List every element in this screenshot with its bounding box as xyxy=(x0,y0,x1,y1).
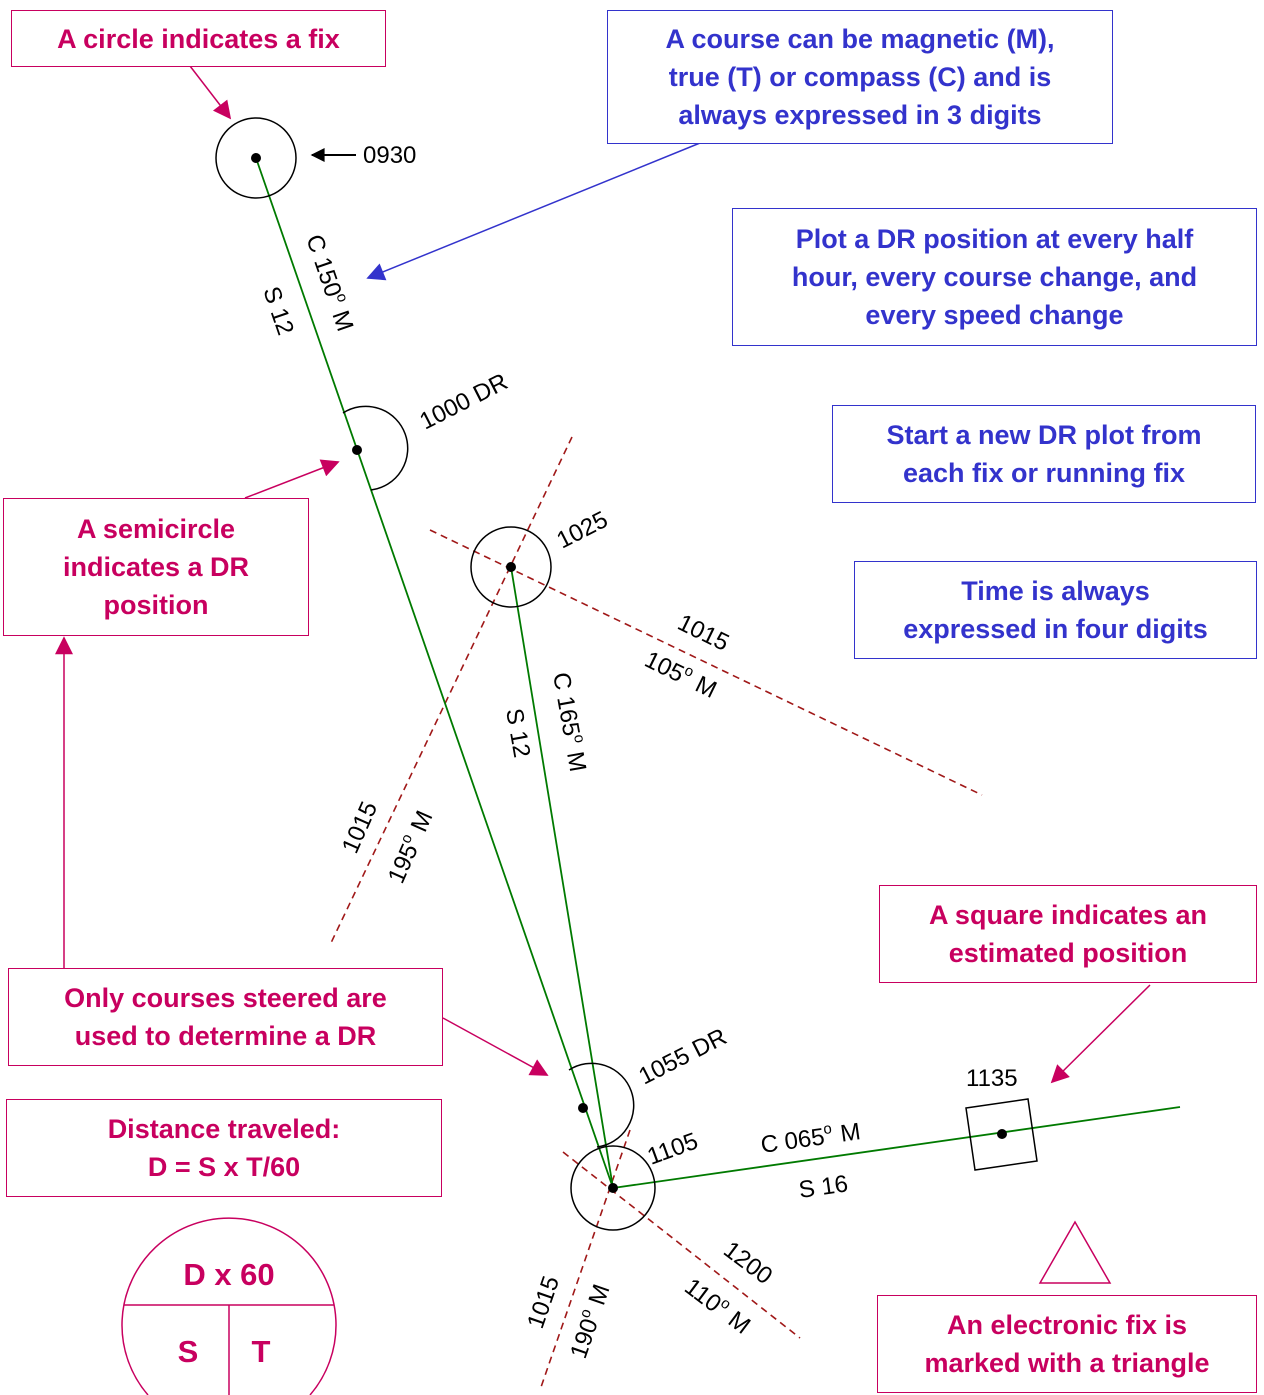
callout-line: indicates a DR xyxy=(62,552,250,582)
callout-line: Start a new DR plot from xyxy=(886,420,1202,450)
callout-time-digits: Time is always expressed in four digits xyxy=(854,561,1257,659)
svg-text:105oM: 105oM xyxy=(640,644,721,704)
leg2-speed-label: S 12 xyxy=(500,706,535,759)
lop4-bearing-label: 190oM xyxy=(563,1280,615,1362)
svg-text:1015: 1015 xyxy=(337,798,383,858)
callout-electronic-fix: An electronic fix is marked with a trian… xyxy=(877,1295,1257,1393)
svg-text:S 16: S 16 xyxy=(797,1170,850,1204)
svg-text:110oM: 110oM xyxy=(679,1272,756,1340)
callout-line: position xyxy=(103,590,209,620)
formula-top: D x 60 xyxy=(183,1257,274,1292)
callout-line: An electronic fix is xyxy=(946,1310,1188,1340)
lop4-time-label: 1015 xyxy=(522,1273,565,1332)
lop-1015-190 xyxy=(539,1129,631,1391)
callout-line: true (T) or compass (C) and is xyxy=(668,62,1052,92)
leg1-speed-label: S 12 xyxy=(257,283,299,338)
svg-text:1015: 1015 xyxy=(522,1273,565,1332)
callout-line: marked with a triangle xyxy=(924,1348,1210,1378)
svg-text:1025: 1025 xyxy=(552,506,612,554)
svg-text:1105: 1105 xyxy=(644,1128,702,1171)
formula-circle xyxy=(121,1217,337,1395)
lop-1015-105 xyxy=(429,529,983,796)
fix-dot-0930 xyxy=(251,153,261,163)
time-label-1105: 1105 xyxy=(644,1128,702,1171)
callout-line: used to determine a DR xyxy=(74,1021,377,1051)
callout-line: A semicircle xyxy=(76,514,236,544)
svg-text:1055 DR: 1055 DR xyxy=(634,1023,731,1090)
dr-label-1000: 1000 DR xyxy=(415,368,512,435)
dr-label-1055: 1055 DR xyxy=(634,1023,731,1090)
time-label-1025: 1025 xyxy=(552,506,612,554)
lop-1200-110 xyxy=(562,1151,801,1339)
callout-line: Plot a DR position at every half xyxy=(795,224,1194,254)
course-line-150 xyxy=(255,157,614,1189)
svg-text:190oM: 190oM xyxy=(563,1280,615,1362)
callout-line: estimated position xyxy=(948,938,1188,968)
svg-text:C 150oM: C 150oM xyxy=(300,231,360,335)
callout-new-dr: Start a new DR plot from each fix or run… xyxy=(832,405,1256,503)
arrow-to-ep xyxy=(1050,984,1151,1084)
arrow-to-semicircle xyxy=(244,459,340,499)
svg-text:1015: 1015 xyxy=(673,609,733,657)
course-line-065 xyxy=(612,1106,1181,1189)
leg2-course-label: C 165oM xyxy=(547,670,593,774)
formula-time: T xyxy=(252,1334,271,1369)
arrow-to-course xyxy=(366,142,701,281)
svg-text:S 12: S 12 xyxy=(500,706,535,759)
dr-semicircle-1000 xyxy=(342,405,409,491)
fix-dot-1025 xyxy=(506,562,516,572)
callout-line: A square indicates an xyxy=(928,900,1208,930)
callout-line: D = S x T/60 xyxy=(147,1152,301,1182)
fix-circle-0930 xyxy=(215,117,297,199)
ep-dot-1135 xyxy=(997,1129,1007,1139)
dr-dot-1000 xyxy=(352,445,362,455)
callout-line: every speed change xyxy=(865,300,1124,330)
lop1-bearing-label: 105oM xyxy=(640,644,721,704)
callout-line: hour, every course change, and xyxy=(791,262,1198,292)
leg1-course-label: C 150oM xyxy=(300,231,360,335)
fix-circle-1105 xyxy=(570,1145,656,1231)
callout-course-note: A course can be magnetic (M), true (T) o… xyxy=(607,10,1113,144)
callout-square: A square indicates an estimated position xyxy=(879,885,1257,983)
formula-speed: S xyxy=(178,1334,199,1369)
callout-circle-fix: A circle indicates a fix xyxy=(11,10,386,67)
callout-line: expressed in four digits xyxy=(903,614,1208,644)
leg3-speed-label: S 16 xyxy=(797,1170,850,1204)
electronic-fix-triangle xyxy=(1038,1220,1112,1284)
arrow-to-dr-1055 xyxy=(442,1017,549,1076)
fix-circle-1025 xyxy=(470,526,552,608)
callout-courses-steered: Only courses steered are used to determi… xyxy=(8,968,443,1066)
fix-dot-1105 xyxy=(608,1183,618,1193)
time-label-1135: 1135 xyxy=(966,1065,1018,1092)
dr-semicircle-1055 xyxy=(568,1062,635,1148)
svg-text:S 12: S 12 xyxy=(257,283,299,338)
callout-line: Only courses steered are xyxy=(64,983,387,1013)
callout-line: A circle indicates a fix xyxy=(57,23,340,54)
callout-line: always expressed in 3 digits xyxy=(678,100,1042,130)
callout-dr-plot: Plot a DR position at every half hour, e… xyxy=(732,208,1257,346)
course-line-165 xyxy=(510,566,614,1189)
callout-semicircle: A semicircle indicates a DR position xyxy=(3,498,309,636)
lop1-time-label: 1015 xyxy=(673,609,733,657)
callout-line: A course can be magnetic (M), xyxy=(665,24,1055,54)
callout-line: each fix or running fix xyxy=(902,458,1186,488)
callout-line: Distance traveled: xyxy=(107,1114,341,1144)
lop-1015-195 xyxy=(329,436,573,946)
svg-text:C 165oM: C 165oM xyxy=(547,670,593,774)
dr-dot-1055 xyxy=(578,1103,588,1113)
callout-line: Time is always xyxy=(961,576,1150,606)
ep-square-1135 xyxy=(965,1098,1038,1171)
callout-distance: Distance traveled: D = S x T/60 xyxy=(6,1099,442,1197)
lop2-time-label: 1015 xyxy=(337,798,383,858)
lop3-bearing-label: 110oM xyxy=(679,1272,756,1340)
svg-text:1000 DR: 1000 DR xyxy=(415,368,512,435)
time-label-0930: 0930 xyxy=(363,142,416,169)
